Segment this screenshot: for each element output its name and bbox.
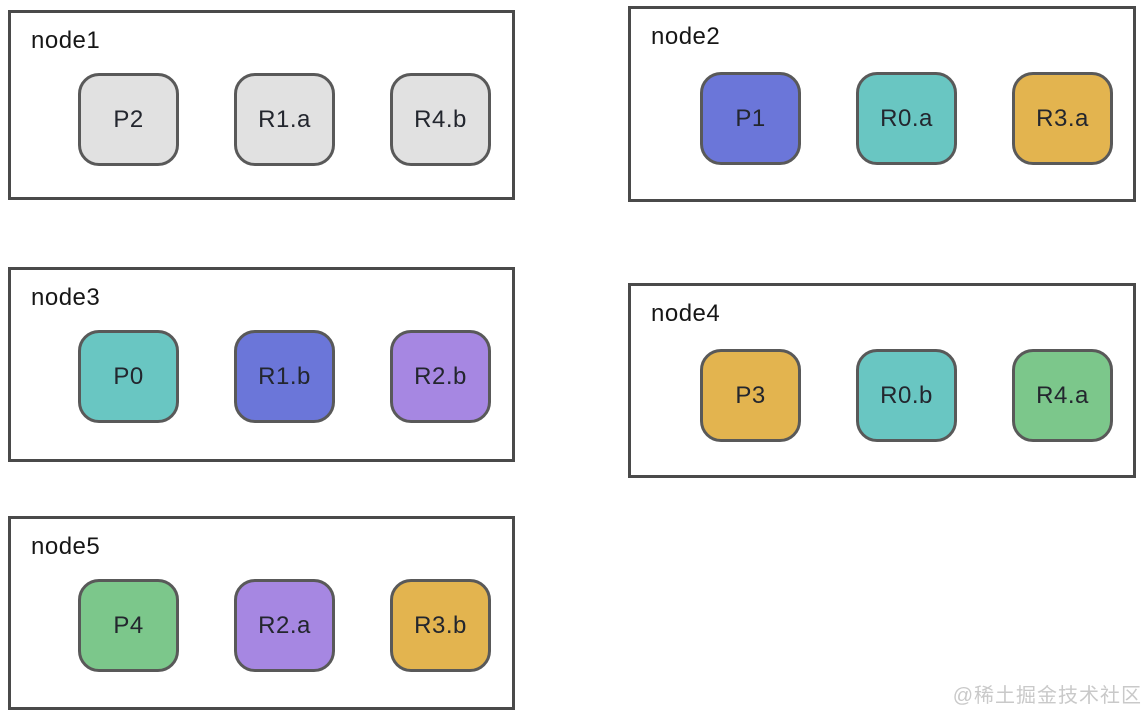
chip-r3-a: R3.a bbox=[1012, 72, 1113, 165]
watermark: @稀土掘金技术社区 bbox=[952, 685, 1142, 707]
chip-r2-a: R2.a bbox=[234, 579, 335, 672]
node-node2: node2 P1 R0.a R3.a bbox=[628, 6, 1136, 202]
node-node3: node3 P0 R1.b R2.b bbox=[8, 267, 515, 462]
chip-r1-b: R1.b bbox=[234, 330, 335, 423]
node-title: node4 bbox=[651, 300, 721, 327]
chip-r2-b: R2.b bbox=[390, 330, 491, 423]
node-title: node1 bbox=[31, 27, 101, 54]
chip-row: P1 R0.a R3.a bbox=[700, 72, 1113, 165]
chip-r0-a: R0.a bbox=[856, 72, 957, 165]
chip-p3: P3 bbox=[700, 349, 801, 442]
chip-r4-b: R4.b bbox=[390, 73, 491, 166]
chip-row: P2 R1.a R4.b bbox=[78, 73, 491, 166]
chip-p1: P1 bbox=[700, 72, 801, 165]
chip-r4-a: R4.a bbox=[1012, 349, 1113, 442]
node-title: node3 bbox=[31, 284, 101, 311]
node-title: node5 bbox=[31, 533, 101, 560]
chip-r0-b: R0.b bbox=[856, 349, 957, 442]
chip-p0: P0 bbox=[78, 330, 179, 423]
chip-row: P0 R1.b R2.b bbox=[78, 330, 491, 423]
node-node4: node4 P3 R0.b R4.a bbox=[628, 283, 1136, 478]
chip-p4: P4 bbox=[78, 579, 179, 672]
chip-r1-a: R1.a bbox=[234, 73, 335, 166]
chip-row: P3 R0.b R4.a bbox=[700, 349, 1113, 442]
node-title: node2 bbox=[651, 23, 721, 50]
chip-p2: P2 bbox=[78, 73, 179, 166]
node-node1: node1 P2 R1.a R4.b bbox=[8, 10, 515, 200]
node-node5: node5 P4 R2.a R3.b bbox=[8, 516, 515, 710]
chip-row: P4 R2.a R3.b bbox=[78, 579, 491, 672]
chip-r3-b: R3.b bbox=[390, 579, 491, 672]
